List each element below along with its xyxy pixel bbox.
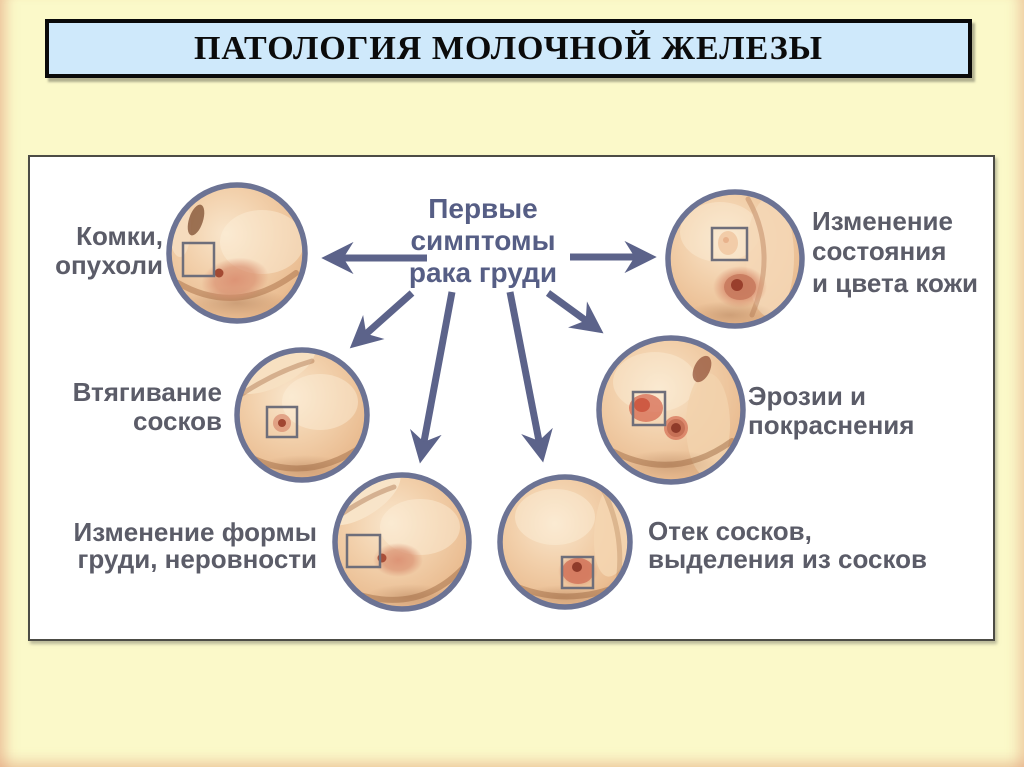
erosion-marker-square	[631, 390, 667, 427]
arrow-to-nipple-retraction	[349, 290, 415, 349]
diagram-canvas: Первые симптомы рака груди	[55, 182, 978, 612]
node-nipple-retraction-image	[234, 347, 370, 483]
label-nipple-retraction-line-1: Втягивание	[73, 377, 222, 407]
diagram-panel: Первые симптомы рака груди	[28, 155, 995, 641]
label-skin-change-line-3: и цвета кожи	[812, 268, 978, 298]
central-text-line-1: Первые	[428, 193, 538, 224]
label-shape-change-line-1: Изменение формы	[74, 517, 317, 547]
node-lumps-image	[166, 182, 308, 324]
central-text: Первые симптомы рака груди	[409, 193, 557, 288]
arrows	[321, 240, 657, 464]
skin-patch	[718, 231, 738, 255]
nipple	[214, 268, 224, 278]
node-erosions-image	[596, 335, 746, 485]
nipple	[671, 423, 681, 433]
node-skin-change-image	[665, 189, 805, 329]
circle-border	[497, 474, 633, 610]
shape-marker-square	[345, 533, 382, 569]
circle-border	[166, 182, 308, 324]
circle-border	[234, 347, 370, 483]
title-banner: ПАТОЛОГИЯ МОЛОЧНОЙ ЖЕЛЕЗЫ	[45, 19, 972, 78]
node-labels: Комки, опухоли Изменение состояния и цве…	[55, 206, 978, 574]
retracted-nipple	[278, 419, 286, 427]
arrow-to-nipple-discharge	[506, 291, 553, 463]
nipple	[572, 562, 582, 572]
central-text-line-3: рака груди	[409, 257, 557, 288]
areola	[373, 543, 423, 577]
nipple	[731, 279, 743, 291]
skin-change-marker-square	[710, 226, 749, 262]
label-skin-change-line-2: состояния	[812, 236, 946, 266]
circle-border	[332, 472, 472, 612]
arrow-to-erosions	[545, 290, 604, 334]
node-shape-change-image	[332, 472, 472, 612]
label-nipple-discharge-line-1: Отек сосков,	[648, 516, 812, 546]
label-nipple-discharge-line-2: выделения из сосков	[648, 544, 927, 574]
lump-marker-square	[181, 241, 216, 278]
label-lumps-line-2: опухоли	[55, 250, 163, 280]
label-shape-change-line-2: груди, неровности	[78, 544, 317, 574]
label-skin-change-line-1: Изменение	[812, 206, 953, 236]
central-text-line-2: симптомы	[410, 225, 555, 256]
label-lumps-line-1: Комки,	[76, 221, 163, 251]
slide-title: ПАТОЛОГИЯ МОЛОЧНОЙ ЖЕЛЕЗЫ	[193, 29, 824, 67]
node-nipple-discharge-image	[497, 474, 633, 610]
discharge-marker-square	[560, 555, 595, 590]
label-nipple-retraction-line-2: сосков	[133, 406, 222, 436]
arrow-to-shape-change	[410, 291, 456, 464]
circle-border	[665, 189, 805, 329]
label-erosions-line-2: покраснения	[748, 410, 914, 440]
retraction-marker-square	[265, 405, 299, 439]
label-erosions-line-1: Эрозии и	[748, 381, 866, 411]
circle-border	[596, 335, 746, 485]
